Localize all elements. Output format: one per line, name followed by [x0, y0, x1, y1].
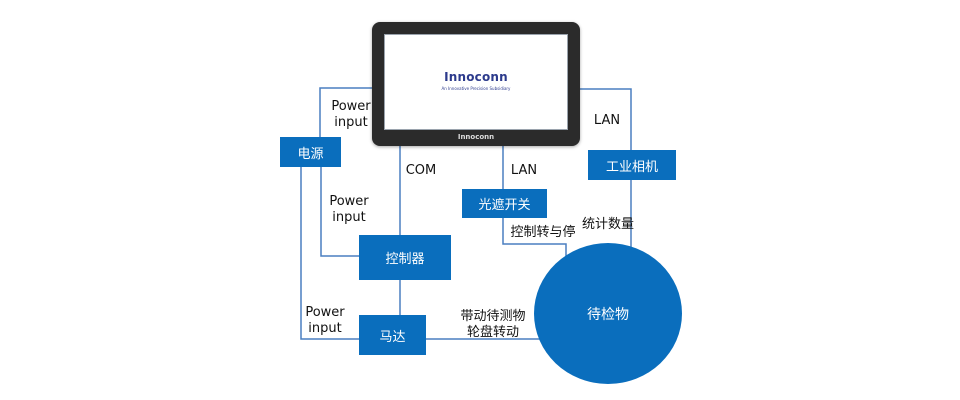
label-control-start-stop: 控制转与停 [510, 225, 576, 240]
object-under-test-circle: 待检物 [534, 243, 682, 384]
bezel-brand: Innoconn [457, 133, 495, 141]
industrial-camera-box: 工业相机 [588, 150, 676, 180]
line-lan-camera [580, 88, 632, 150]
light-barrier-box: 光遮开关 [462, 189, 547, 218]
monitor-screen: Innoconn An Innovative Precision Subsidi… [384, 34, 568, 130]
label-power-input-motor: Power input [305, 305, 345, 336]
label-lan-camera: LAN [593, 113, 621, 128]
label-drive-object: 带动待测物 轮盘转动 [460, 309, 526, 340]
screen-logo: Innoconn [444, 70, 508, 84]
power-supply-box: 电源 [280, 137, 341, 167]
line-switch-to-object [502, 218, 567, 258]
line-power-to-controller [320, 167, 359, 257]
label-com: COM [405, 163, 437, 178]
screen-tagline: An Innovative Precision Subsidiary [441, 86, 511, 91]
line-power-to-monitor [319, 87, 372, 137]
controller-box: 控制器 [359, 235, 451, 280]
label-power-input-controller: Power input [329, 194, 369, 225]
label-lan-switch: LAN [510, 163, 538, 178]
motor-box: 马达 [359, 315, 426, 355]
line-power-to-motor [300, 167, 359, 340]
label-count-quantity: 统计数量 [581, 217, 634, 232]
monitor-display: Innoconn An Innovative Precision Subsidi… [372, 22, 580, 146]
label-power-input-monitor: Power input [331, 99, 371, 130]
